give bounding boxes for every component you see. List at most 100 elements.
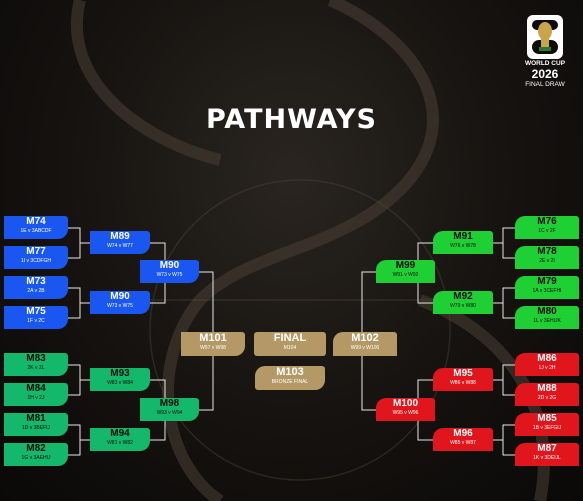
match-m90-r16-box[interactable]: M90 W73 v W75: [90, 291, 150, 314]
match-teams: W85 v W87: [450, 440, 476, 446]
match-teams: 1H v 2J: [27, 395, 45, 401]
match-code: M95: [453, 368, 473, 379]
match-teams: W83 v W84: [107, 380, 133, 386]
match-teams: M104: [283, 345, 297, 351]
match-m95-box[interactable]: M95 W86 v W88: [433, 368, 493, 391]
match-teams: W73 v W75: [107, 303, 133, 309]
match-m82-box[interactable]: M82 1G v 3AEHIJ: [4, 443, 68, 466]
page-title: PATHWAYS: [205, 104, 377, 135]
match-code: M74: [26, 216, 46, 227]
match-code: M79: [537, 276, 557, 287]
match-teams: 1L v 3EHIJK: [533, 318, 561, 324]
match-code: M90: [110, 291, 130, 302]
match-m85-box[interactable]: M85 1B v 3EFGIJ: [515, 413, 579, 436]
world-cup-logo: WORLD CUP 2026 FINAL DRAW: [515, 14, 575, 89]
match-code: M93: [110, 368, 130, 379]
match-code: M77: [26, 246, 46, 257]
match-m94-box[interactable]: M94 W81 v W82: [90, 428, 150, 451]
match-code: M81: [26, 413, 46, 424]
match-teams: W76 v W78: [450, 243, 476, 249]
match-code: M91: [453, 231, 473, 242]
trophy-icon: [527, 15, 563, 59]
match-m96-box[interactable]: M96 W85 v W87: [433, 428, 493, 451]
match-code: M90: [159, 260, 180, 271]
match-code: M99: [395, 260, 416, 271]
match-teams: 1E v 3ABCDF: [20, 228, 52, 234]
match-teams: 1J v 2H: [538, 365, 556, 371]
match-m92-box[interactable]: M92 W79 v W80: [433, 291, 493, 314]
match-code: M84: [26, 383, 46, 394]
match-m98-box[interactable]: M98 W93 v W94: [140, 398, 199, 421]
match-m100-box[interactable]: M100 W95 v W96: [376, 398, 435, 421]
logo-world-cup-text: WORLD CUP: [524, 60, 566, 67]
match-m79-box[interactable]: M79 1A v 3CEFHI: [515, 276, 579, 299]
match-code: M75: [26, 306, 46, 317]
match-m78-box[interactable]: M78 2E v 2I: [515, 246, 579, 269]
final-box[interactable]: FINAL M104: [254, 332, 326, 356]
match-code: M92: [453, 291, 473, 302]
match-m102-box[interactable]: M102 W99 v W100: [333, 332, 397, 356]
match-code: M85: [537, 413, 557, 424]
match-code: M73: [26, 276, 46, 287]
match-code: M80: [537, 306, 557, 317]
match-m93-box[interactable]: M93 W83 v W84: [90, 368, 150, 391]
match-teams: W95 v W96: [392, 410, 419, 416]
match-code: M76: [537, 216, 557, 227]
match-code: M96: [453, 428, 473, 439]
match-code: M83: [26, 353, 46, 364]
match-teams: 2K v 2L: [27, 365, 45, 371]
match-code: M94: [110, 428, 130, 439]
match-teams: 1F v 2C: [27, 318, 45, 324]
match-m76-box[interactable]: M76 1C v 2F: [515, 216, 579, 239]
match-teams: W81 v W82: [107, 440, 133, 446]
match-teams: 2E v 2I: [539, 258, 555, 264]
match-teams: 1A v 3CEFHI: [532, 288, 562, 294]
match-m80-box[interactable]: M80 1L v 3EHIJK: [515, 306, 579, 329]
match-teams: 1K v 3DEIJL: [533, 455, 561, 461]
match-teams: W99 v W100: [350, 345, 380, 351]
match-m101-box[interactable]: M101 W97 v W98: [181, 332, 245, 356]
match-code: M89: [110, 231, 130, 242]
logo-year-text: 2026: [531, 67, 559, 81]
match-m77-box[interactable]: M77 1I v 3CDFGH: [4, 246, 68, 269]
match-m91-box[interactable]: M91 W76 v W78: [433, 231, 493, 254]
match-code: M87: [537, 443, 557, 454]
match-code: M82: [26, 443, 46, 454]
match-m74-box[interactable]: M74 1E v 3ABCDF: [4, 216, 68, 239]
match-teams: W97 v W98: [200, 345, 226, 351]
logo-final-draw-text: FINAL DRAW: [525, 81, 565, 88]
match-teams: 1C v 2F: [538, 228, 556, 234]
match-m84-box[interactable]: M84 1H v 2J: [4, 383, 68, 406]
match-code: M88: [537, 383, 557, 394]
match-teams: 2A v 2B: [27, 288, 45, 294]
match-teams: 1I v 3CDFGH: [20, 258, 51, 264]
match-m90-qf-box[interactable]: M90 W73 v W75: [140, 260, 199, 283]
match-code: M86: [537, 353, 557, 364]
match-teams: 2D v 2G: [537, 395, 557, 401]
match-code: M102: [351, 332, 379, 344]
match-m87-box[interactable]: M87 1K v 3DEIJL: [515, 443, 579, 466]
bronze-final-box[interactable]: M103 BRONZE FINAL: [255, 366, 325, 390]
match-m75-box[interactable]: M75 1F v 2C: [4, 306, 68, 329]
match-m99-box[interactable]: M99 W91 v W92: [376, 260, 435, 283]
match-m73-box[interactable]: M73 2A v 2B: [4, 276, 68, 299]
match-m89-box[interactable]: M89 W74 v W77: [90, 231, 150, 254]
match-m83-box[interactable]: M83 2K v 2L: [4, 353, 68, 376]
match-teams: W86 v W88: [450, 380, 476, 386]
match-teams: 1D v 3BEFIJ: [21, 425, 51, 431]
match-teams: W93 v W94: [156, 410, 183, 416]
match-m86-box[interactable]: M86 1J v 2H: [515, 353, 579, 376]
match-teams: 1B v 3EFGIJ: [532, 425, 562, 431]
match-code: M78: [537, 246, 557, 257]
match-teams: W74 v W77: [107, 243, 133, 249]
match-code: M98: [159, 398, 180, 409]
match-code: M101: [199, 332, 227, 344]
match-m81-box[interactable]: M81 1D v 3BEFIJ: [4, 413, 68, 436]
match-teams: W79 v W80: [450, 303, 476, 309]
match-m88-box[interactable]: M88 2D v 2G: [515, 383, 579, 406]
match-code: FINAL: [273, 332, 307, 344]
match-code: M100: [392, 398, 418, 409]
match-teams: W91 v W92: [392, 272, 419, 278]
